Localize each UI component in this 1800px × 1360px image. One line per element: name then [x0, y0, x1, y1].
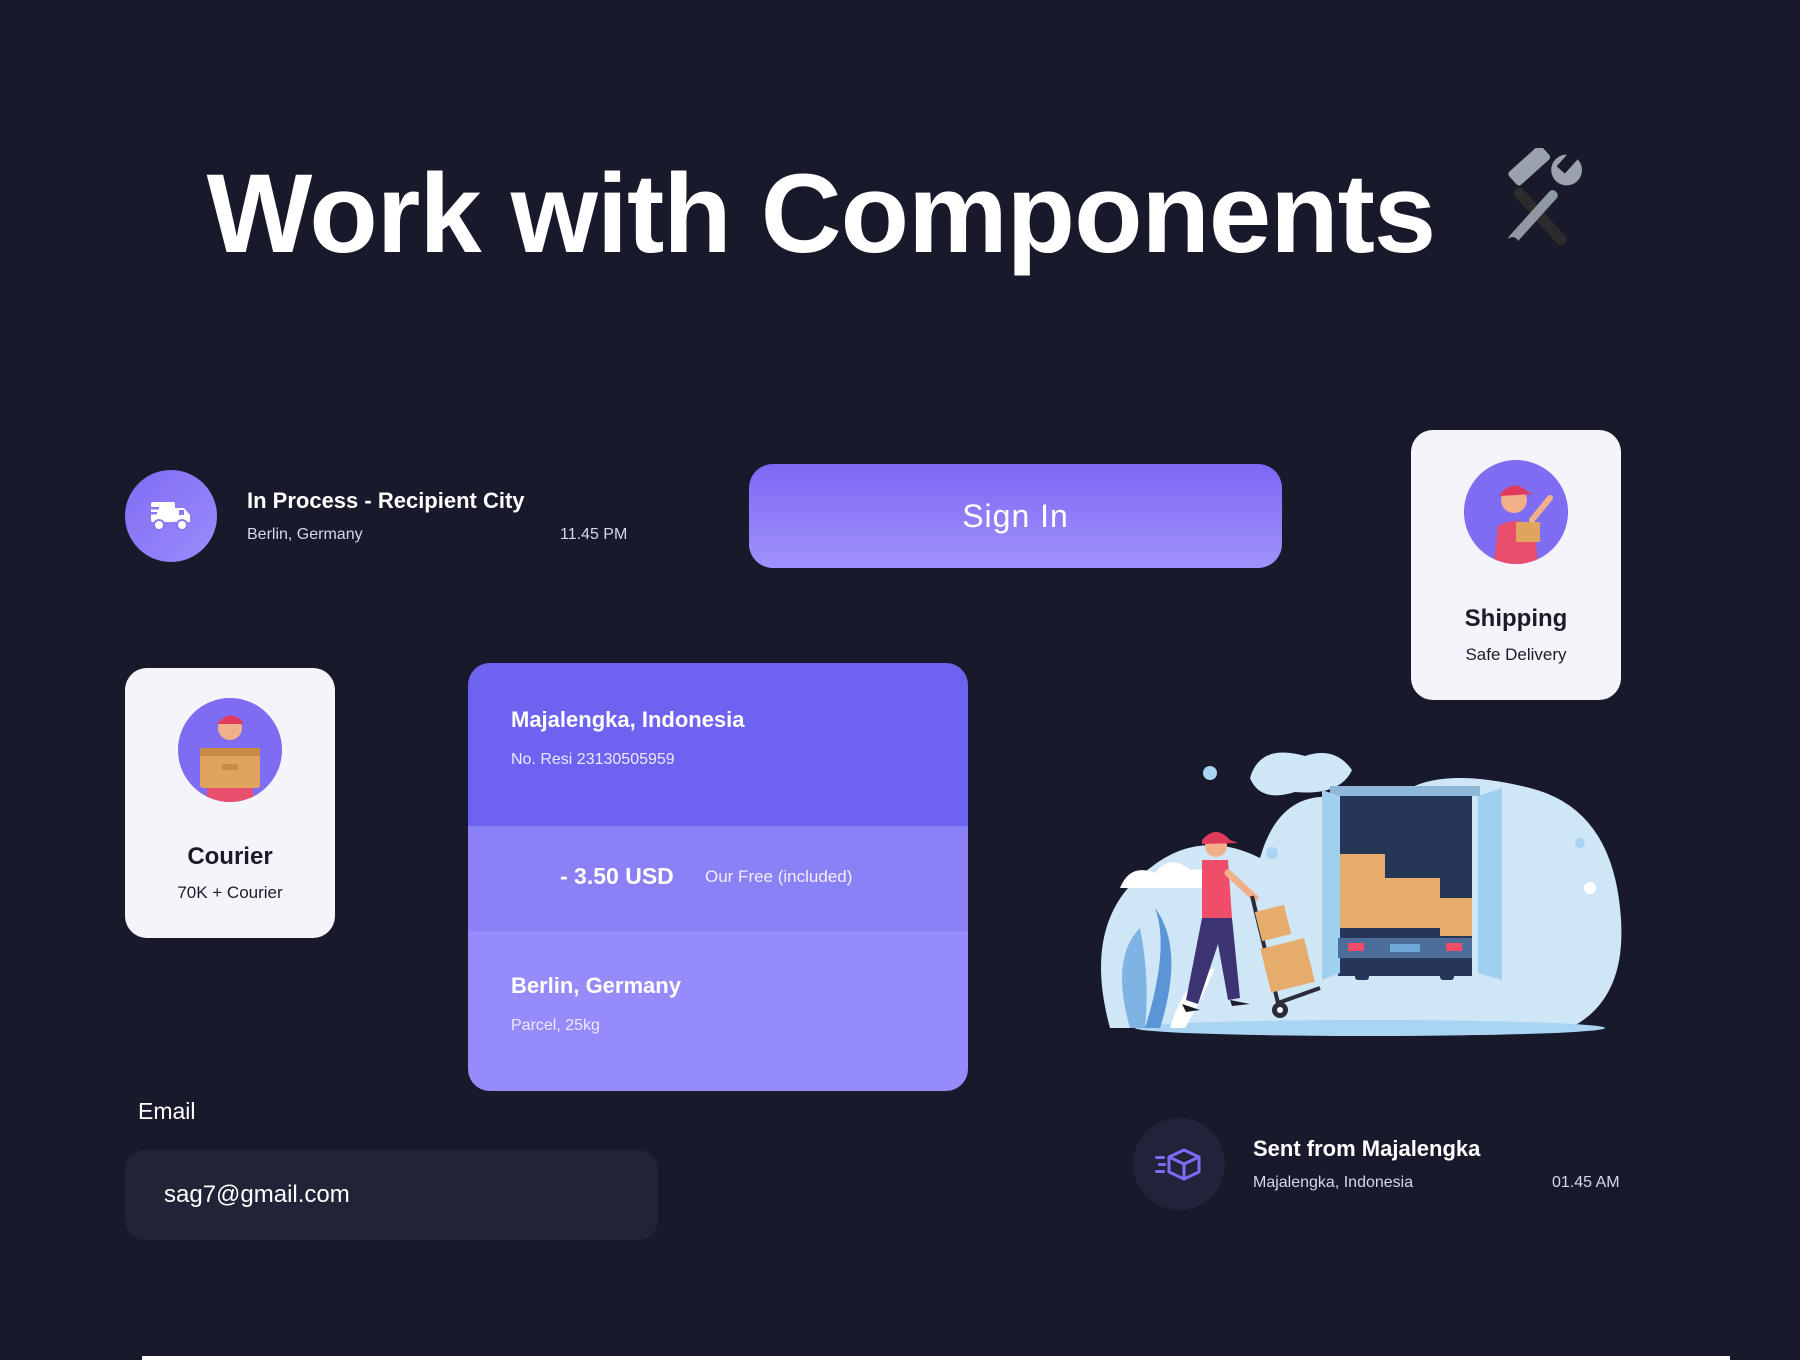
card-subtitle: 70K + Courier — [177, 883, 283, 902]
page-title-text: Work with Components — [206, 151, 1437, 276]
shipment-destination: Berlin, Germany Parcel, 25kg — [468, 931, 968, 1091]
status-icon-badge — [1133, 1118, 1225, 1210]
card-subtitle: Safe Delivery — [1465, 645, 1567, 664]
hammer-and-wrench-icon — [1507, 148, 1583, 249]
tracking-number: No. Resi 23130505959 — [511, 751, 675, 768]
status-time: 11.45 PM — [560, 526, 628, 543]
card-title: Shipping — [1464, 605, 1568, 632]
email-label: Email — [138, 1098, 196, 1124]
shipment-origin: Majalengka, Indonesia No. Resi 231305059… — [468, 663, 968, 826]
sign-in-button[interactable]: Sign In — [749, 464, 1282, 568]
shipping-card[interactable]: Shipping Safe Delivery — [1411, 430, 1621, 700]
status-location: Majalengka, Indonesia — [1253, 1174, 1414, 1191]
status-title: Sent from Majalengka — [1253, 1136, 1481, 1161]
courier-avatar — [178, 698, 282, 802]
delivery-truck-icon — [149, 502, 190, 531]
shipment-card: Majalengka, Indonesia No. Resi 231305059… — [468, 663, 968, 1091]
bottom-divider — [142, 1356, 1730, 1360]
status-title: In Process - Recipient City — [247, 488, 525, 513]
courier-card[interactable]: Courier 70K + Courier — [125, 668, 335, 938]
fee-amount: - 3.50 USD — [560, 863, 674, 889]
courier-avatar — [1464, 460, 1568, 564]
page-title: Work with Components — [0, 148, 1800, 278]
origin-city: Majalengka, Indonesia — [511, 707, 745, 732]
fee-note: Our Free (included) — [705, 867, 853, 886]
parcel-info: Parcel, 25kg — [511, 1017, 600, 1034]
status-time: 01.45 AM — [1552, 1174, 1620, 1191]
status-in-process: In Process - Recipient City Berlin, Germ… — [125, 470, 635, 562]
delivery-illustration — [1101, 752, 1622, 1036]
status-location: Berlin, Germany — [247, 526, 363, 543]
status-icon-badge — [125, 470, 217, 562]
shipment-fee: - 3.50 USD Our Free (included) — [468, 826, 968, 931]
email-field[interactable] — [125, 1150, 658, 1240]
destination-city: Berlin, Germany — [511, 973, 681, 998]
package-speed-icon — [1155, 1148, 1201, 1181]
card-title: Courier — [187, 843, 273, 870]
status-sent: Sent from Majalengka Majalengka, Indones… — [1133, 1118, 1633, 1210]
